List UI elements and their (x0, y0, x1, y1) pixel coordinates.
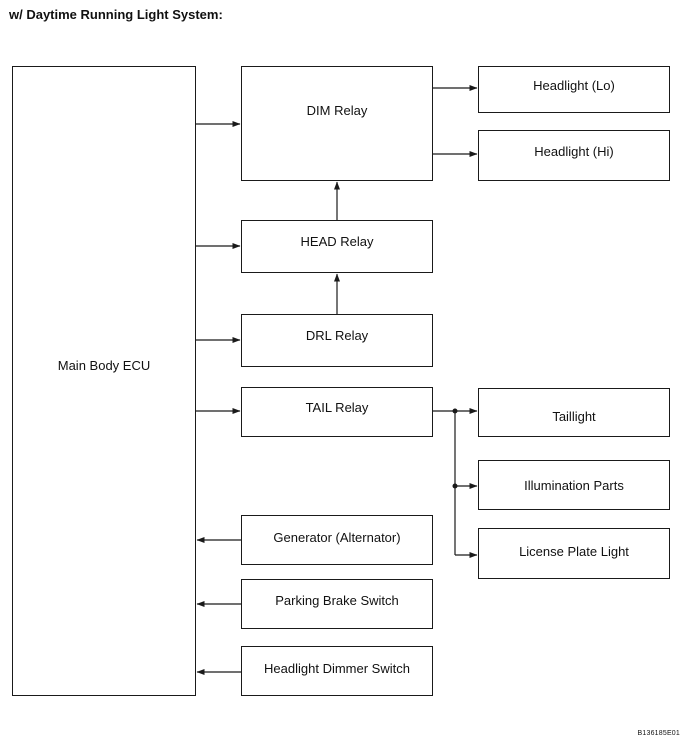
headlight-dimmer-switch-label: Headlight Dimmer Switch (264, 661, 410, 676)
dim-relay-label: DIM Relay (306, 103, 368, 118)
generator-label: Generator (Alternator) (273, 530, 401, 545)
parking-brake-switch-block: Parking Brake Switch (241, 579, 433, 629)
generator-block: Generator (Alternator) (241, 515, 433, 565)
taillight-label: Taillight (552, 409, 596, 424)
headlight-dimmer-switch-block: Headlight Dimmer Switch (241, 646, 433, 696)
junction-dot-illumination (452, 483, 458, 489)
headlight-hi-label: Headlight (Hi) (534, 144, 614, 159)
junction-dot-taillight (452, 408, 458, 414)
license-plate-light-block: License Plate Light (478, 528, 670, 579)
taillight-block: Taillight (478, 388, 670, 437)
diagram-title: w/ Daytime Running Light System: (9, 7, 223, 22)
headlight-lo-block: Headlight (Lo) (478, 66, 670, 113)
tail-relay-block: TAIL Relay (241, 387, 433, 437)
drl-relay-label: DRL Relay (305, 328, 369, 343)
figure-code: B136185E01 (637, 730, 680, 737)
drl-relay-block: DRL Relay (241, 314, 433, 367)
dim-relay-block: DIM Relay (241, 66, 433, 181)
parking-brake-switch-label: Parking Brake Switch (275, 593, 399, 608)
headlight-hi-block: Headlight (Hi) (478, 130, 670, 181)
tail-relay-label: TAIL Relay (305, 400, 369, 415)
headlight-lo-label: Headlight (Lo) (533, 78, 615, 93)
illumination-parts-label: Illumination Parts (524, 478, 624, 493)
main-body-ecu-block: Main Body ECU (12, 66, 196, 696)
license-plate-light-label: License Plate Light (519, 544, 629, 559)
illumination-parts-block: Illumination Parts (478, 460, 670, 510)
main-body-ecu-label: Main Body ECU (57, 358, 151, 373)
head-relay-block: HEAD Relay (241, 220, 433, 273)
head-relay-label: HEAD Relay (300, 234, 374, 249)
